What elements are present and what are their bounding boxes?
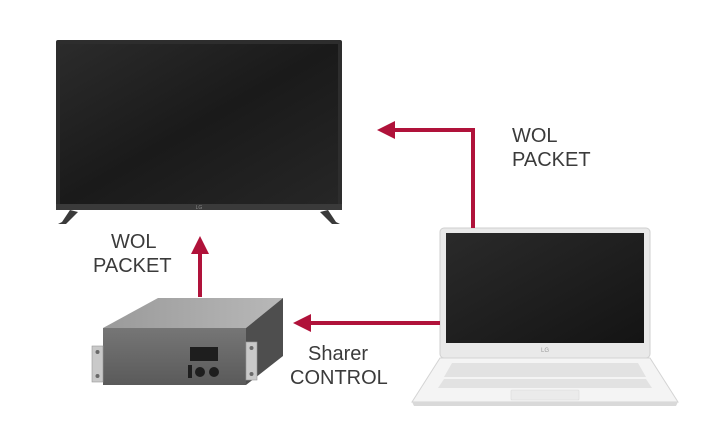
label-sharer-control: Sharer CONTROL <box>290 342 388 390</box>
label-line: WOL <box>111 231 157 253</box>
label-line: PACKET <box>512 149 591 171</box>
network-sharer-box-icon <box>91 298 283 385</box>
laptop-keyboard <box>438 363 652 388</box>
tv-icon: LG <box>56 40 342 224</box>
tv-logo: LG <box>196 205 203 211</box>
laptop-logo: LG <box>541 348 549 354</box>
arrow-wol-laptop-to-tv <box>377 121 475 228</box>
label-line: Sharer <box>308 343 369 365</box>
sharer-knob <box>209 367 219 377</box>
laptop-trackpad <box>510 389 580 401</box>
arrow-wol-sharer-to-tv <box>191 236 209 297</box>
laptop-icon: LG <box>411 227 679 406</box>
sharer-display <box>190 347 218 361</box>
label-wol-packet-laptop-to-tv: WOL PACKET <box>512 124 591 172</box>
sharer-knob <box>195 367 205 377</box>
label-wol-packet-sharer-to-tv: WOL PACKET <box>93 230 172 278</box>
label-line: WOL <box>512 125 558 147</box>
label-line: CONTROL <box>290 367 388 389</box>
label-line: PACKET <box>93 255 172 277</box>
arrow-sharer-control-laptop-to-sharer <box>293 314 440 332</box>
